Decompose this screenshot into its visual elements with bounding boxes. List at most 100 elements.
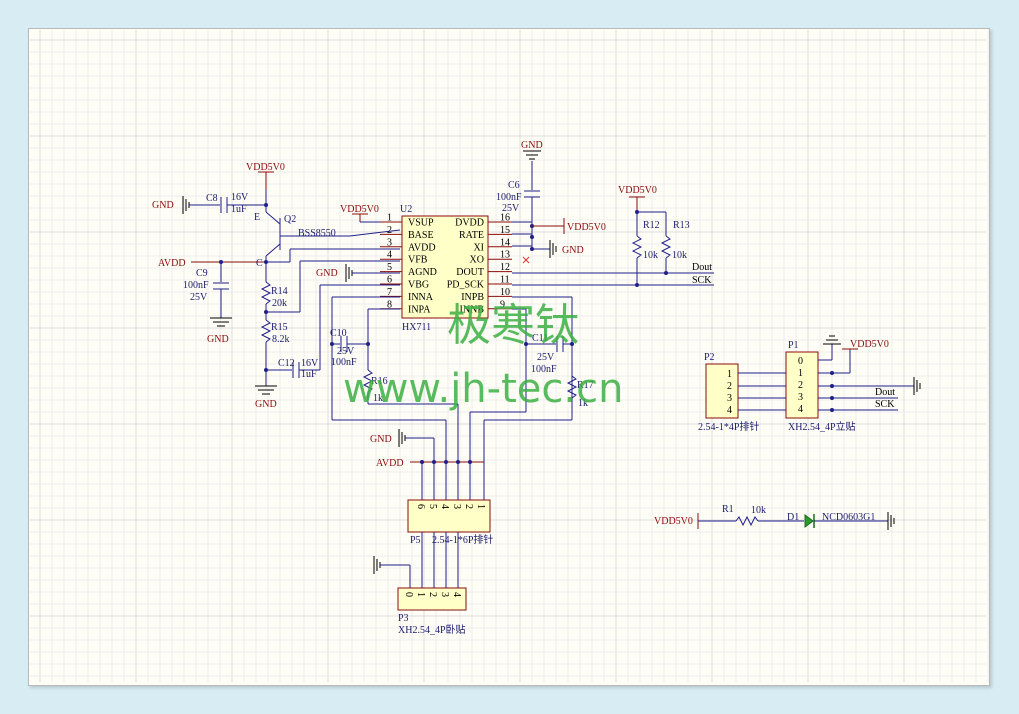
- gnd-label: GND: [255, 399, 277, 410]
- u2-pin-number: 5: [387, 262, 392, 273]
- u2-pin-name: RATE: [459, 230, 484, 241]
- c10-ref: C10: [330, 328, 347, 339]
- r13-ref: R13: [673, 220, 690, 231]
- sck-net-label: SCK: [875, 399, 895, 410]
- p2-pin-number: 1: [727, 369, 732, 380]
- p1-label: XH2.54_4P立贴: [788, 420, 856, 433]
- c12-ref: C12: [278, 358, 295, 369]
- r12-ref: R12: [643, 220, 660, 231]
- q2-ref: Q2: [284, 214, 296, 225]
- p1-ref: P1: [788, 340, 799, 351]
- resistor-r13: R13 10k: [660, 220, 690, 261]
- vdd-label: VDD5V0: [850, 339, 889, 350]
- vdd-label: VDD5V0: [340, 204, 379, 215]
- u2-pin-name: INPA: [408, 304, 431, 315]
- capacitor-c6: C6 100nF 25V: [496, 180, 540, 214]
- u2-pin-number: 4: [387, 250, 392, 261]
- u2-pin-number: 9: [500, 299, 505, 310]
- p2-pin-number: 2: [727, 381, 732, 392]
- c8-value: 1uF: [231, 204, 247, 215]
- p5-pin-number: 6: [415, 504, 426, 509]
- u2-pin-name: VBG: [408, 280, 429, 291]
- c12-voltage: 16V: [301, 358, 319, 369]
- u2-pin-number: 13: [500, 250, 510, 261]
- u2-pin-name: INNB: [460, 304, 485, 315]
- gnd-label: GND: [562, 245, 584, 256]
- gnd-c6: GND: [521, 140, 543, 160]
- capacitor-c10: C10 25V 100nF: [330, 328, 357, 368]
- u2-pin-number: 1: [387, 213, 392, 224]
- c6-voltage: 25V: [502, 203, 520, 214]
- dout-net-label: Dout: [692, 262, 712, 273]
- u2-pin-number: 8: [387, 299, 392, 310]
- p3-label: XH2.54_4P卧贴: [398, 623, 466, 636]
- u2-pin-number: 15: [500, 225, 510, 236]
- gnd-p1: [823, 335, 841, 345]
- avdd-label: AVDD: [158, 258, 186, 269]
- avdd-net: AVDD: [158, 258, 266, 269]
- u2-pin-name: AGND: [408, 267, 437, 278]
- u2-pin-number: 7: [387, 287, 392, 298]
- c11-ref: C11: [532, 333, 548, 344]
- u2-pin-number: 2: [387, 225, 392, 236]
- capacitor-c9: C9 100nF 25V: [183, 262, 229, 318]
- u2-pin-number: 10: [500, 287, 510, 298]
- gnd-label: GND: [370, 434, 392, 445]
- u2-pin-name: INPB: [461, 292, 484, 303]
- resistor-r14: R14 20k: [260, 281, 288, 309]
- gnd-label: GND: [207, 334, 229, 345]
- watermark-url: www.jh-tec.cn: [343, 366, 623, 412]
- no-connect-xo: [522, 256, 530, 264]
- r15-ref: R15: [271, 322, 288, 333]
- r13-value: 10k: [672, 250, 687, 261]
- u2-pin-name: VFB: [408, 255, 428, 266]
- r17-ref: R17: [577, 380, 594, 391]
- u2-pin-name: VSUP: [408, 218, 434, 229]
- u2-name: HX711: [402, 322, 431, 333]
- p1-pin-number: 2: [798, 380, 803, 391]
- p2-pin-number: 4: [727, 405, 732, 416]
- p1-pin-number: 0: [798, 356, 803, 367]
- sheet-grid: [30, 30, 989, 682]
- transistor-q2: E C Q2 BSS8550: [254, 211, 336, 269]
- p1-pin-number: 1: [798, 368, 803, 379]
- r1-value: 10k: [751, 505, 766, 516]
- q2-type: BSS8550: [298, 228, 336, 239]
- u2-pin-name: XI: [473, 242, 484, 253]
- u2-pin-number: 11: [500, 275, 510, 286]
- capacitor-c12: C12 16V 1uF: [278, 358, 319, 380]
- p3-ref: P3: [398, 613, 409, 624]
- c10-voltage: 25V: [337, 346, 355, 357]
- p3-pin-number: 2: [427, 592, 438, 597]
- r12-value: 10k: [643, 250, 658, 261]
- schematic-sheet: [28, 28, 990, 686]
- vdd-supply-pullup: VDD5V0: [618, 185, 657, 212]
- vdd-supply-q2: VDD5V0: [246, 162, 285, 190]
- sck-net-label: SCK: [692, 275, 712, 286]
- vdd-label: VDD5V0: [246, 162, 285, 173]
- u2-pin-number: 12: [500, 262, 510, 273]
- c9-value: 100nF: [183, 280, 209, 291]
- led-circuit: VDD5V0 R1 10k D1 NCD0603G1: [654, 504, 895, 530]
- u2-pin-name: DOUT: [456, 267, 484, 278]
- u2-pin-number: 14: [500, 237, 510, 248]
- gnd-r15: GND: [255, 385, 277, 410]
- p5-pin-number: 2: [463, 504, 474, 509]
- resistor-r16: R16 1k: [362, 369, 388, 404]
- u2-pin-name: INNA: [408, 292, 434, 303]
- p3-pin-number: 3: [439, 592, 450, 597]
- c6-value: 100nF: [496, 192, 522, 203]
- u2-pin-name: BASE: [408, 230, 434, 241]
- p3-pin-number: 0: [403, 592, 414, 597]
- c9-voltage: 25V: [190, 292, 208, 303]
- u2-right-pins: 16DVDD15RATE14XI13XO12DOUT11PD_SCK10INPB…: [447, 213, 512, 315]
- gnd-u2-agnd: GND: [316, 264, 400, 282]
- resistor-r12: R12 10k: [631, 220, 660, 261]
- dout-net-label: Dout: [875, 387, 895, 398]
- u2-pin-number: 16: [500, 213, 510, 224]
- u2-pin-name: DVDD: [455, 218, 484, 229]
